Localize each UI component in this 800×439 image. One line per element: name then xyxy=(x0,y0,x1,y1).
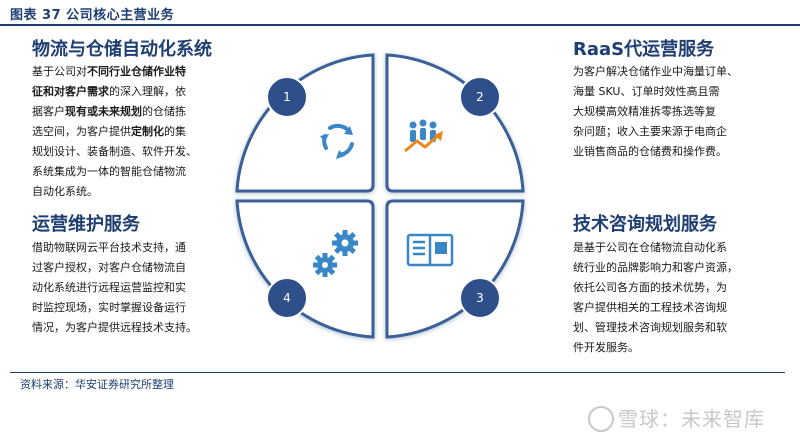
emphasis-text: 现有或未来规划 xyxy=(65,105,142,118)
body-text: 时监控现场，实时掌握设备运行 xyxy=(32,301,186,314)
body-line: 划、管理技术咨询规划服务和软 xyxy=(573,318,778,338)
emphasis-text: 征和对客户需求 xyxy=(32,85,109,98)
section-body-consulting: 是基于公司在仓储物流自动化系统行业的品牌影响力和客户资源， 依托公司各方面的技术优… xyxy=(573,238,778,358)
body-text: 是基于公司在仓储物流自动化系 xyxy=(573,241,727,254)
body-text: 规划设计、装备制造、软件开发、 xyxy=(32,145,197,158)
body-text: 业销售商品的仓储费和操作费。 xyxy=(573,145,727,158)
badge-2: 2 xyxy=(476,90,484,104)
business-quadrant-diagram: 1 2 3 4 xyxy=(235,53,525,339)
cycle-arrows-icon xyxy=(320,123,354,159)
team-growth-icon xyxy=(404,119,443,153)
quadrant-2 xyxy=(385,53,525,193)
body-line: 统行业的品牌影响力和客户资源， xyxy=(573,258,778,278)
body-text: 借助物联网云平台技术支持，通 xyxy=(32,241,186,254)
body-line: 动化系统进行远程运营监控和实 xyxy=(32,278,242,298)
body-text: 据客户 xyxy=(32,105,65,118)
body-line: 件开发服务。 xyxy=(573,338,778,358)
quadrant-3 xyxy=(385,199,525,339)
body-line: 业销售商品的仓储费和操作费。 xyxy=(573,142,773,162)
body-line: 选空间，为客户提供定制化的集 xyxy=(32,122,242,142)
body-line: 客户提供相关的工程技术咨询规 xyxy=(573,298,778,318)
body-line: 系统集成为一体的智能仓储物流 xyxy=(32,162,242,182)
body-line: 海量 SKU、订单时效性高且需 xyxy=(573,82,773,102)
emphasis-text: 不同行业仓储作业特 xyxy=(87,65,186,78)
body-line: 基于公司对不同行业仓储作业特 xyxy=(32,62,242,82)
quadrant-4 xyxy=(235,199,375,339)
body-line: 据客户现有或未来规划的仓储拣 xyxy=(32,102,242,122)
section-title-operations: 运营维护服务 xyxy=(32,214,140,235)
badge-1: 1 xyxy=(283,90,291,104)
section-title-consulting: 技术咨询规划服务 xyxy=(573,214,717,235)
section-title-warehouse-automation: 物流与仓储自动化系统 xyxy=(32,39,212,60)
section-title-raas: RaaS代运营服务 xyxy=(573,39,715,60)
badge-3: 3 xyxy=(476,291,484,305)
body-line: 为客户解决仓储作业中海量订单、 xyxy=(573,62,773,82)
body-text: 为客户解决仓储作业中海量订单、 xyxy=(573,65,738,78)
figure-title: 图表 37 公司核心主营业务 xyxy=(10,8,175,23)
gears-icon xyxy=(313,230,358,277)
body-text: 选空间，为客户提供 xyxy=(32,125,131,138)
body-text: 划、管理技术咨询规划服务和软 xyxy=(573,321,727,334)
body-text: 动化系统进行远程运营监控和实 xyxy=(32,281,186,294)
body-text: 自动化系统。 xyxy=(32,185,98,198)
body-line: 征和对客户需求的深入理解，依 xyxy=(32,82,242,102)
badge-4: 4 xyxy=(283,291,291,305)
section-body-raas: 为客户解决仓储作业中海量订单、海量 SKU、订单时效性高且需大规模高效精准拆零拣… xyxy=(573,62,773,162)
body-line: 自动化系统。 xyxy=(32,182,242,202)
body-text: 过客户授权，对客户仓储物流自 xyxy=(32,261,186,274)
body-line: 过客户授权，对客户仓储物流自 xyxy=(32,258,242,278)
section-body-operations: 借助物联网云平台技术支持，通过客户授权，对客户仓储物流自动化系统进行远程运营监控… xyxy=(32,238,242,338)
body-text: 基于公司对 xyxy=(32,65,87,78)
body-text: 的集 xyxy=(164,125,186,138)
body-line: 情况，为客户提供远程技术支持。 xyxy=(32,318,242,338)
emphasis-text: 定制化 xyxy=(131,125,164,138)
body-text: 海量 SKU、订单时效性高且需 xyxy=(573,85,720,98)
body-text: 杂问题；收入主要来源于电商企 xyxy=(573,125,727,138)
body-line: 是基于公司在仓储物流自动化系 xyxy=(573,238,778,258)
body-text: 的深入理解，依 xyxy=(109,85,186,98)
open-book-icon xyxy=(406,233,454,267)
body-text: 系统集成为一体的智能仓储物流 xyxy=(32,165,186,178)
source-note: 资料来源：华安证券研究所整理 xyxy=(20,378,174,391)
snowball-logo-icon xyxy=(588,405,614,432)
body-text: 大规模高效精准拆零拣选等复 xyxy=(573,105,716,118)
quadrant-1 xyxy=(235,53,375,193)
body-text: 情况，为客户提供远程技术支持。 xyxy=(32,321,197,334)
body-text: 件开发服务。 xyxy=(573,341,639,354)
body-text: 依托公司各方面的技术优势，为 xyxy=(573,281,727,294)
body-line: 依托公司各方面的技术优势，为 xyxy=(573,278,778,298)
header: 图表 37 公司核心主营业务 xyxy=(0,0,800,26)
body-text: 的仓储拣 xyxy=(142,105,186,118)
header-rule xyxy=(0,24,800,26)
body-text: 统行业的品牌影响力和客户资源， xyxy=(573,261,738,274)
body-line: 杂问题；收入主要来源于电商企 xyxy=(573,122,773,142)
body-text: 客户提供相关的工程技术咨询规 xyxy=(573,301,727,314)
body-line: 大规模高效精准拆零拣选等复 xyxy=(573,102,773,122)
watermark: 雪球：未来智库 xyxy=(588,403,765,434)
footer-rule xyxy=(10,372,785,373)
section-body-warehouse-automation: 基于公司对不同行业仓储作业特征和对客户需求的深入理解，依据客户现有或未来规划的仓… xyxy=(32,62,242,202)
watermark-text: 雪球：未来智库 xyxy=(618,407,765,431)
body-line: 时监控现场，实时掌握设备运行 xyxy=(32,298,242,318)
body-line: 规划设计、装备制造、软件开发、 xyxy=(32,142,242,162)
body-line: 借助物联网云平台技术支持，通 xyxy=(32,238,242,258)
